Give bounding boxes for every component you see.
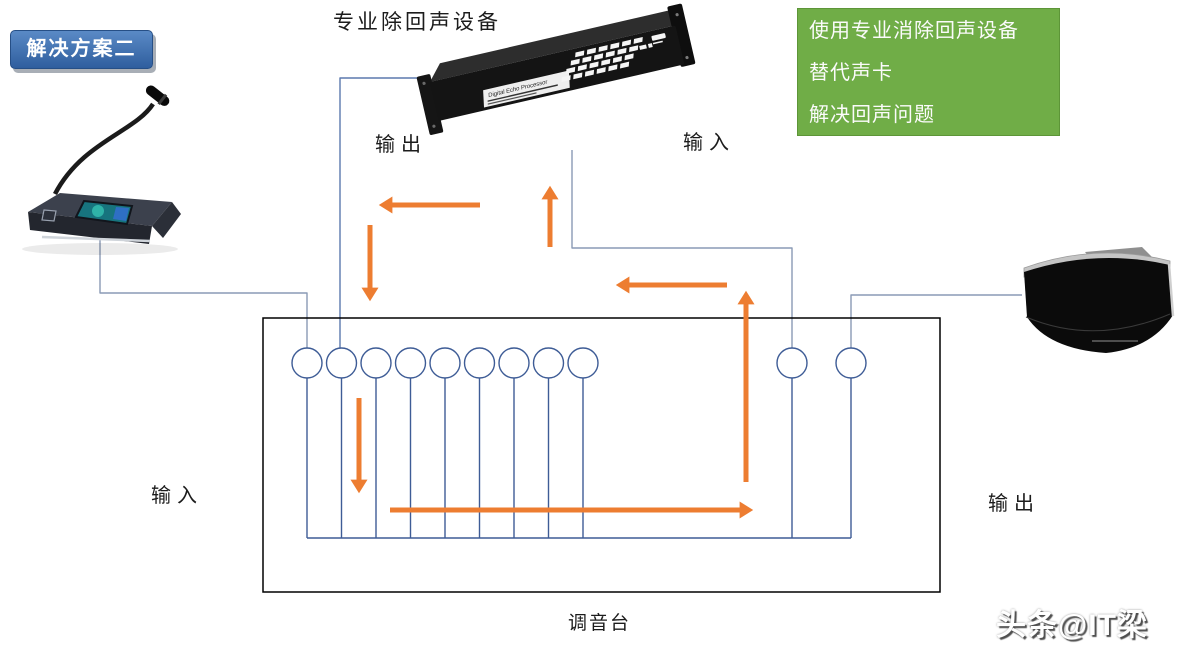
conference-microphone-image bbox=[22, 85, 181, 255]
label-processor-output: 输出 bbox=[375, 134, 427, 156]
flow-arrows bbox=[350, 185, 755, 519]
wire-mixer-to-speaker bbox=[850, 294, 1022, 348]
label-mixer-output: 输出 bbox=[988, 493, 1040, 515]
note-line-2: 替代声卡 bbox=[809, 62, 893, 84]
mixer-knob bbox=[567, 347, 599, 379]
mixer-box bbox=[262, 317, 941, 593]
echo-processor-image: Digital Echo Processor bbox=[416, 3, 696, 135]
wire-processor-input-from-mixer bbox=[571, 150, 793, 348]
label-mixer: 调音台 bbox=[568, 613, 632, 634]
wall-speaker-image bbox=[1023, 247, 1175, 353]
mixer-knob bbox=[532, 347, 565, 379]
note-line-1: 使用专业消除回声设备 bbox=[809, 20, 1019, 42]
mixer-knob bbox=[498, 347, 530, 379]
mixer-knob bbox=[325, 347, 358, 379]
wires bbox=[99, 77, 1022, 348]
mixer-knob bbox=[429, 347, 461, 379]
processor-title: 专业除回声设备 bbox=[333, 11, 501, 34]
wire-processor-output-to-mixer bbox=[339, 77, 425, 348]
solution-badge: 解决方案二 bbox=[10, 30, 153, 69]
watermark: 头条@IT梁 bbox=[996, 609, 1148, 642]
label-mixer-input: 输入 bbox=[151, 485, 203, 507]
label-processor-input: 输入 bbox=[683, 132, 735, 154]
mixer-knob bbox=[360, 347, 392, 379]
mixer-knob bbox=[463, 347, 496, 379]
mixer-knob bbox=[394, 347, 427, 379]
mixer-knob bbox=[835, 347, 867, 379]
mixer-knob bbox=[291, 347, 323, 379]
note-line-3: 解决回声问题 bbox=[809, 104, 935, 126]
note-box: 使用专业消除回声设备 替代声卡 解决回声问题 bbox=[797, 8, 1060, 136]
mixer-knob bbox=[776, 347, 808, 379]
wire-mic-to-mixer bbox=[99, 240, 308, 348]
